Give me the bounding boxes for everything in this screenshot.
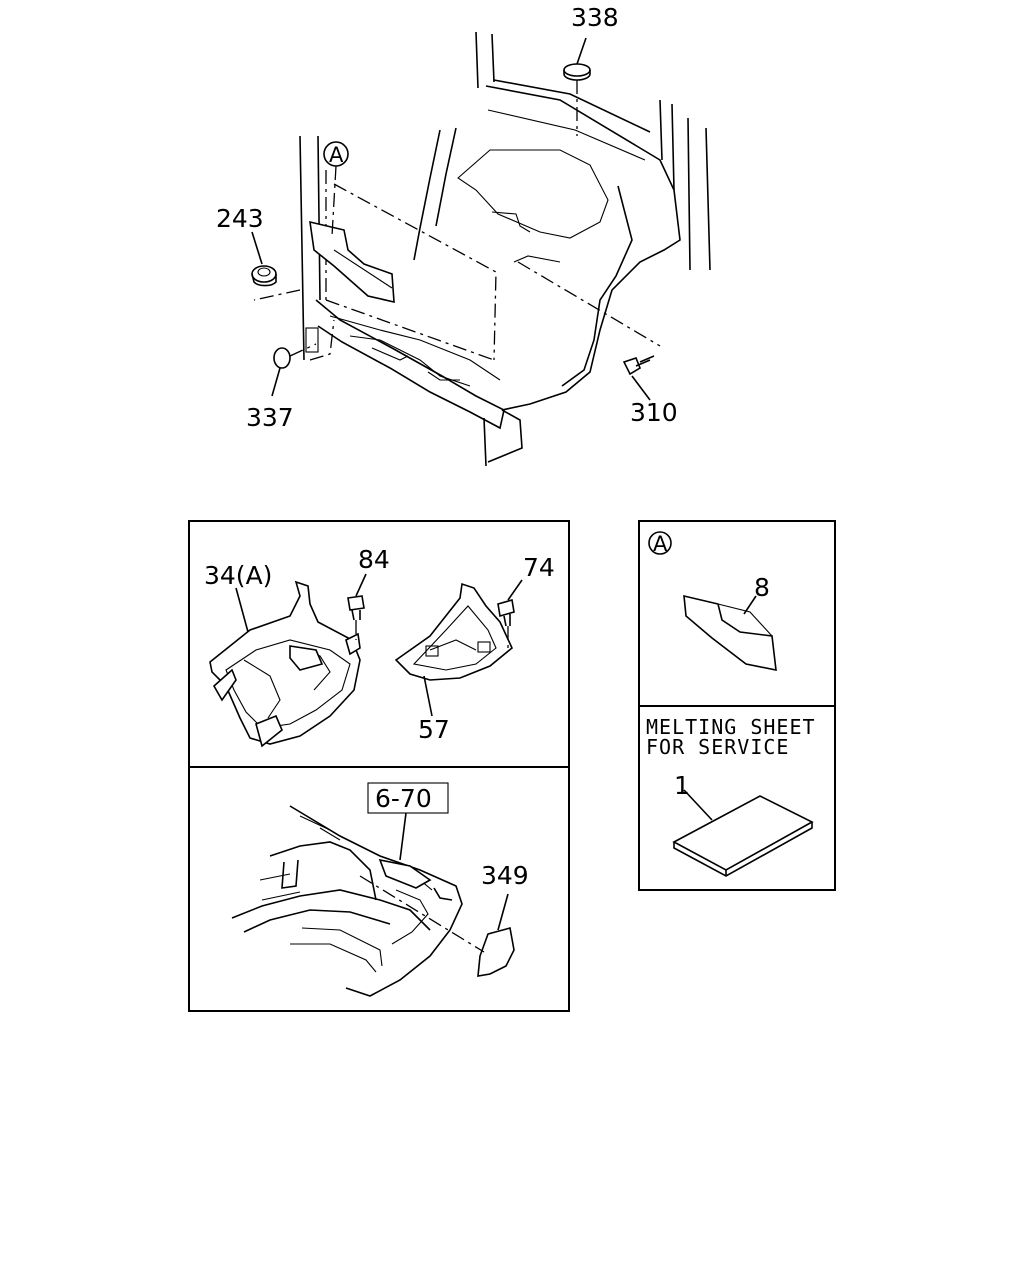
callout-74: 74 <box>523 553 555 582</box>
callout-57: 57 <box>418 715 450 744</box>
detail-marker-a: A <box>648 531 672 556</box>
part-34a-cover: 34(A) <box>204 561 361 748</box>
callout-243: 243 <box>216 204 264 233</box>
callout-349: 349 <box>481 861 529 890</box>
callout-310: 310 <box>630 398 678 427</box>
marker-a-label: A <box>329 143 344 167</box>
part-337-plug: 337 <box>246 327 319 432</box>
callout-6-70: 6-70 <box>375 784 432 813</box>
note-line-2: FOR SERVICE <box>646 735 789 759</box>
part-1-melting-sheet: 1 <box>672 771 814 877</box>
callout-8: 8 <box>754 573 770 602</box>
floor-assembly-drawing <box>253 31 711 467</box>
part-349-patch <box>477 926 515 977</box>
callout-34a: 34(A) <box>204 561 272 590</box>
floor-tunnel-drawing: 6-70 349 <box>231 782 529 997</box>
note-line-1: MELTING SHEET <box>646 715 816 739</box>
reference-marker-a: A <box>323 141 349 237</box>
part-338-plug: 338 <box>563 3 619 136</box>
part-57-cover: 57 <box>394 582 513 744</box>
callout-1: 1 <box>674 771 690 800</box>
callout-338: 338 <box>571 3 619 32</box>
part-8-sheet: 8 <box>683 573 777 672</box>
part-310-bolt: 310 <box>622 355 678 427</box>
reference-box-6-70 <box>367 782 449 814</box>
callout-84: 84 <box>358 545 390 574</box>
detail-marker-a-label: A <box>653 532 668 556</box>
part-84-bolt: 84 <box>347 545 390 640</box>
part-243-grommet: 243 <box>216 204 277 287</box>
callout-337: 337 <box>246 403 294 432</box>
part-74-bolt: 74 <box>497 553 555 650</box>
